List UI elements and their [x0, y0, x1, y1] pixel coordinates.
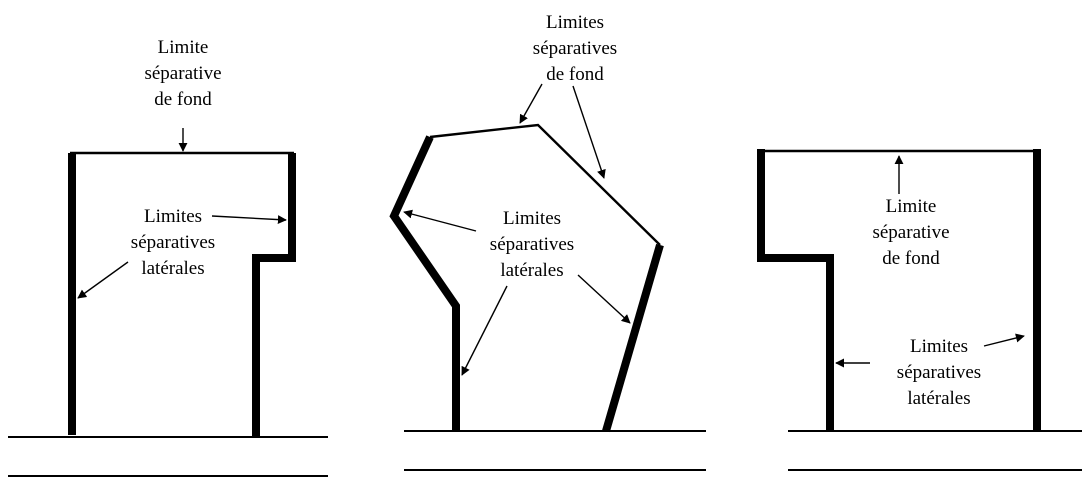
label-fond-line-1: Limites — [546, 12, 604, 33]
label-laterales-line-3: latérales — [907, 388, 970, 409]
diagram-2-label-fond: Limites séparatives de fond — [533, 12, 617, 85]
arrow-to-lateral-left-lower — [461, 285, 508, 376]
label-laterales-line-2: séparatives — [897, 362, 981, 383]
label-fond-line-3: de fond — [546, 64, 604, 85]
diagram-2-plot — [389, 123, 664, 433]
label-fond-line-1: Limite — [886, 196, 937, 217]
diagram-1-label-laterales: Limites séparatives latérales — [131, 206, 215, 279]
rear-boundaries — [429, 123, 661, 246]
label-fond-line-2: séparative — [144, 63, 221, 84]
diagram-2-label-laterales: Limites séparatives latérales — [490, 208, 574, 281]
diagram-3-label-fond: Limite séparative de fond — [872, 196, 949, 269]
label-laterales-line-2: séparatives — [131, 232, 215, 253]
diagram-2: Limites séparatives de fond Limites sépa… — [389, 12, 706, 471]
diagram-3-plot — [757, 149, 1041, 431]
label-laterales-line-3: latérales — [500, 260, 563, 281]
diagram-1-plot — [68, 151, 296, 437]
diagram-1-label-fond: Limite séparative de fond — [144, 37, 221, 110]
label-fond-line-1: Limite — [158, 37, 209, 58]
arrow-to-rear-boundary-left — [519, 83, 543, 124]
label-laterales-line-3: latérales — [141, 258, 204, 279]
diagram-1: Limite séparative de fond Limites sépara… — [8, 37, 328, 477]
label-fond-line-3: de fond — [882, 248, 940, 269]
label-fond-line-3: de fond — [154, 89, 212, 110]
diagram-3: Limite séparative de fond Limites sépara… — [757, 149, 1082, 471]
lateral-boundary-left — [757, 149, 834, 431]
arrow-to-rear-boundary-right — [572, 85, 606, 179]
label-laterales-line-1: Limites — [910, 336, 968, 357]
label-laterales-line-2: séparatives — [490, 234, 574, 255]
arrow-to-lateral-left-upper — [403, 209, 477, 232]
label-laterales-line-1: Limites — [144, 206, 202, 227]
arrow-to-lateral-right — [983, 333, 1025, 347]
label-fond-line-2: séparative — [872, 222, 949, 243]
arrow-to-lateral-right — [577, 274, 631, 324]
lateral-boundary-left — [389, 135, 460, 431]
diagram-1-street — [8, 436, 328, 477]
lateral-boundary-right — [602, 243, 664, 433]
arrow-to-lateral-right — [211, 215, 287, 225]
lateral-boundary-right — [252, 153, 296, 437]
diagram-2-street — [404, 430, 706, 471]
diagram-3-street — [788, 430, 1082, 471]
label-fond-line-2: séparatives — [533, 38, 617, 59]
arrow-to-lateral-left — [77, 261, 129, 299]
diagram-3-label-laterales: Limites séparatives latérales — [897, 336, 981, 409]
label-laterales-line-1: Limites — [503, 208, 561, 229]
